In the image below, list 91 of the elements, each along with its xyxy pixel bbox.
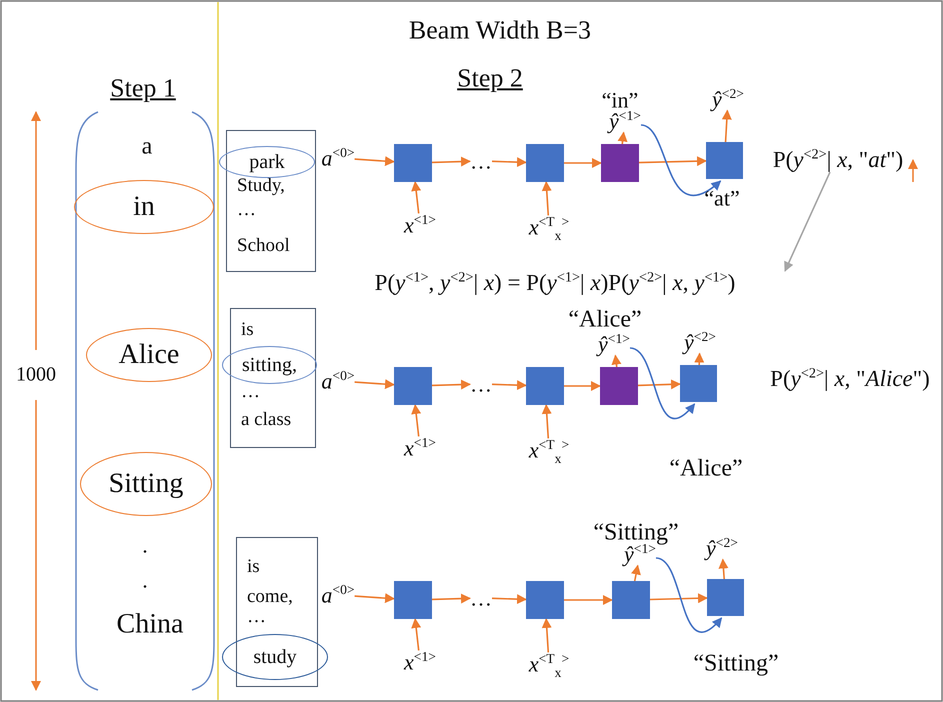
arrow xyxy=(718,558,728,580)
math-label: … xyxy=(470,149,492,173)
text-label: P(y$^{<2>}$| x, "Alice") xyxy=(770,366,930,392)
text-label: “Sitting” xyxy=(693,651,779,677)
text-label: . xyxy=(142,568,148,592)
math-label: ŷ$^{<1>}$ xyxy=(598,332,630,356)
diagram-title: Beam Width B=3 xyxy=(408,16,592,44)
rnn-cell xyxy=(680,365,717,402)
math-label: ŷ$^{<2>}$ xyxy=(684,330,716,354)
arrow xyxy=(542,404,552,438)
candidate-word: is xyxy=(247,556,260,578)
arrow xyxy=(411,618,422,651)
text-label: 1000 xyxy=(16,364,56,386)
arrow xyxy=(492,157,527,168)
math-label: x$^{<1>}$ xyxy=(404,213,436,237)
arrow xyxy=(611,354,622,368)
arrow xyxy=(564,381,601,391)
candidate-word: … xyxy=(237,199,256,221)
math-label: ŷ$^{<2>}$ xyxy=(706,536,738,560)
candidate-word: Study, xyxy=(237,175,285,197)
arrow xyxy=(411,181,422,214)
word-ellipse: Alice xyxy=(86,328,212,382)
math-label: … xyxy=(470,372,492,396)
rnn-cell xyxy=(600,367,638,405)
text-label: “at” xyxy=(704,186,740,210)
word-ellipse: in xyxy=(74,180,214,234)
text-label: “in” xyxy=(602,88,638,112)
arrow xyxy=(432,380,471,390)
math-label: ŷ$^{<1>}$ xyxy=(609,109,641,133)
arrow xyxy=(618,132,628,144)
arrow xyxy=(492,594,527,604)
math-label: a$^{<0>}$ xyxy=(321,369,355,393)
arrow xyxy=(411,404,422,437)
arrow xyxy=(630,347,696,419)
arrow xyxy=(564,158,602,168)
arrow xyxy=(432,156,471,167)
step-heading: Step 1 xyxy=(110,74,176,102)
text-label: a xyxy=(142,134,152,160)
math-label: … xyxy=(470,586,492,610)
rnn-cell xyxy=(526,144,564,182)
arrow xyxy=(640,124,722,196)
candidate-word: … xyxy=(241,381,260,403)
rnn-cell xyxy=(394,367,432,405)
candidate-word: is xyxy=(241,319,254,341)
arrow xyxy=(354,156,395,166)
rnn-cell xyxy=(707,579,744,616)
arrow xyxy=(656,557,722,633)
rnn-cell xyxy=(612,581,650,619)
candidate-box xyxy=(236,537,318,687)
word-ellipse: sitting, xyxy=(222,346,317,384)
arrow xyxy=(694,352,704,366)
candidate-box xyxy=(230,308,316,448)
arrow xyxy=(492,380,527,390)
rnn-cell xyxy=(526,367,564,405)
math-label: x$^{<1>}$ xyxy=(404,650,436,674)
word-ellipse: park xyxy=(219,146,315,178)
arrow xyxy=(631,564,641,582)
candidate-word: … xyxy=(247,606,266,628)
arrow xyxy=(784,172,831,272)
arrow xyxy=(638,156,707,166)
arrow xyxy=(542,181,552,216)
text-label: “Alice” xyxy=(669,456,743,482)
arrow xyxy=(722,110,732,142)
rnn-cell xyxy=(706,142,743,179)
arrow xyxy=(354,379,395,390)
math-label: P(y$^{<2>}$| x, "at") xyxy=(772,148,904,172)
arrow xyxy=(542,618,552,652)
math-label: a$^{<0>}$ xyxy=(321,583,355,607)
word-ellipse: Sitting xyxy=(80,452,212,516)
candidate-word: School xyxy=(237,235,290,257)
arrow xyxy=(638,379,681,390)
math-label: a$^{<0>}$ xyxy=(321,146,355,170)
rnn-cell xyxy=(526,581,564,619)
arrow xyxy=(354,593,395,604)
candidate-word: come, xyxy=(247,586,293,608)
rnn-cell xyxy=(601,144,639,182)
step-heading: Step 2 xyxy=(457,64,523,92)
math-label: x$^{<1>}$ xyxy=(404,436,436,460)
rnn-cell xyxy=(394,144,432,182)
text-label: China xyxy=(116,609,184,639)
word-ellipse: study xyxy=(222,634,328,680)
math-label: P(y$^{<1>}$, y$^{<2>}$| x) = P(y$^{<1>}$| x)P(y$^{<2>}$| x, y$^{<1>}$) xyxy=(374,270,736,296)
candidate-word: a class xyxy=(241,409,292,431)
rnn-cell xyxy=(394,581,432,619)
arrow xyxy=(432,594,471,604)
arrow xyxy=(564,595,613,605)
candidate-box xyxy=(226,130,316,272)
text-label: “Alice” xyxy=(568,307,642,333)
text-label: . xyxy=(142,533,148,557)
math-label: ŷ$^{<2>}$ xyxy=(712,87,744,111)
arrow xyxy=(650,593,708,604)
